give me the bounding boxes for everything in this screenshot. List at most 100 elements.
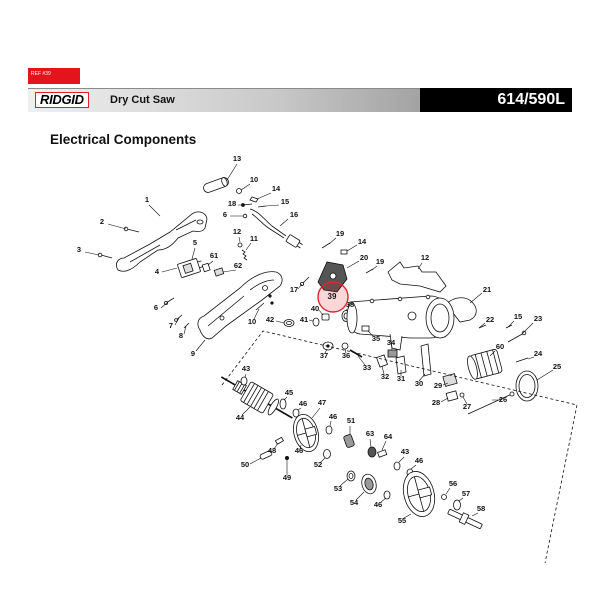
callout-63: 63: [366, 429, 374, 438]
callout-46: 46: [374, 500, 382, 509]
callout-58: 58: [477, 504, 485, 513]
callout-15: 15: [514, 312, 522, 321]
callout-48: 48: [268, 446, 276, 455]
callout-22: 22: [486, 315, 494, 324]
callout-46: 46: [415, 456, 423, 465]
parts-drawing: [97, 177, 539, 529]
callout-25: 25: [553, 362, 561, 371]
callout-55: 55: [398, 516, 406, 525]
callout-27: 27: [463, 402, 471, 411]
callout-7: 7: [169, 321, 173, 330]
callout-54: 54: [350, 498, 359, 507]
callout-10: 10: [250, 175, 258, 184]
callout-21: 21: [483, 285, 491, 294]
callout-37: 37: [320, 351, 328, 360]
part-field-coil: [467, 349, 503, 380]
callout-47: 47: [318, 398, 326, 407]
callout-52: 52: [314, 460, 322, 469]
callout-1: 1: [145, 195, 149, 204]
part-gear-large: [402, 471, 436, 517]
leader-lines: [84, 163, 554, 519]
part-plug: [285, 234, 303, 249]
callout-14: 14: [272, 184, 281, 193]
callout-12: 12: [233, 227, 241, 236]
callout-17: 17: [290, 285, 298, 294]
subassembly-dashed-outline: [221, 330, 578, 564]
product-name: Dry Cut Saw: [110, 94, 175, 106]
highlight-marker: 39: [317, 281, 349, 313]
part-armature: [220, 376, 293, 419]
callout-50: 50: [241, 460, 249, 469]
callout-2: 2: [100, 217, 104, 226]
callout-53: 53: [334, 484, 342, 493]
callout-60: 60: [496, 342, 504, 351]
callout-61: 61: [210, 251, 218, 260]
callout-56: 56: [449, 479, 457, 488]
part-lower-guard: [197, 271, 283, 340]
callout-highlighted: 39: [328, 292, 337, 301]
callout-9: 9: [191, 349, 195, 358]
callout-41: 41: [300, 315, 308, 324]
part-switch: [177, 258, 204, 278]
callout-36: 36: [342, 351, 350, 360]
part-clip: [249, 196, 259, 203]
page-title: Electrical Components: [50, 132, 197, 147]
callout-57: 57: [462, 489, 470, 498]
part-upper-guard: [116, 211, 208, 272]
part-tube: [203, 177, 229, 193]
part-nut: [236, 188, 242, 194]
callout-31: 31: [397, 374, 405, 383]
callout-18: 18: [228, 199, 236, 208]
callout-46: 46: [299, 399, 307, 408]
callout-15: 15: [281, 197, 289, 206]
callout-20: 20: [360, 253, 368, 262]
callout-24: 24: [534, 349, 543, 358]
callout-34: 34: [387, 338, 396, 347]
callout-14: 14: [358, 237, 367, 246]
callout-5: 5: [193, 238, 197, 247]
callout-29: 29: [434, 381, 442, 390]
callout-16: 16: [290, 210, 298, 219]
callout-64: 64: [384, 432, 393, 441]
callout-51: 51: [347, 416, 355, 425]
callout-44: 44: [236, 413, 245, 422]
callout-13: 13: [233, 154, 241, 163]
part-ring: [515, 370, 539, 402]
header-bar: RIDGID Dry Cut Saw 614/590L: [28, 88, 572, 112]
callout-43: 43: [242, 364, 250, 373]
part-handle-bracket: [387, 261, 447, 293]
callout-62: 62: [234, 261, 242, 270]
callout-4: 4: [155, 267, 160, 276]
callout-33: 33: [363, 363, 371, 372]
callout-6: 6: [154, 303, 158, 312]
callout-19: 19: [376, 257, 384, 266]
callout-10: 10: [248, 317, 256, 326]
callout-6: 6: [223, 210, 227, 219]
ref-tag: REF #39: [28, 68, 80, 84]
callout-8: 8: [179, 331, 183, 340]
callout-40: 40: [311, 304, 319, 313]
callout-28: 28: [432, 398, 440, 407]
callout-45: 45: [285, 388, 293, 397]
callout-35: 35: [372, 334, 380, 343]
callout-38: 38: [346, 300, 354, 309]
callout-49: 49: [283, 473, 291, 482]
callout-32: 32: [381, 372, 389, 381]
callout-3: 3: [77, 245, 81, 254]
callout-43: 43: [401, 447, 409, 456]
model-number: 614/590L: [420, 88, 572, 112]
brand-logo: RIDGID: [35, 92, 89, 108]
callout-26: 26: [499, 395, 507, 404]
callout-11: 11: [250, 234, 258, 243]
callout-19: 19: [336, 229, 344, 238]
part-cord-wire: [249, 208, 287, 237]
callout-42: 42: [266, 315, 274, 324]
callout-labels: 13 10 14 18 15 6 16 1 2 3 12 11 5 61 4 6…: [77, 154, 561, 525]
highlight-circle: [317, 281, 349, 313]
callout-12: 12: [421, 253, 429, 262]
callout-46: 46: [295, 446, 303, 455]
part-motor-housing: [346, 294, 477, 351]
callout-30: 30: [415, 379, 423, 388]
part-spring: [241, 249, 248, 261]
